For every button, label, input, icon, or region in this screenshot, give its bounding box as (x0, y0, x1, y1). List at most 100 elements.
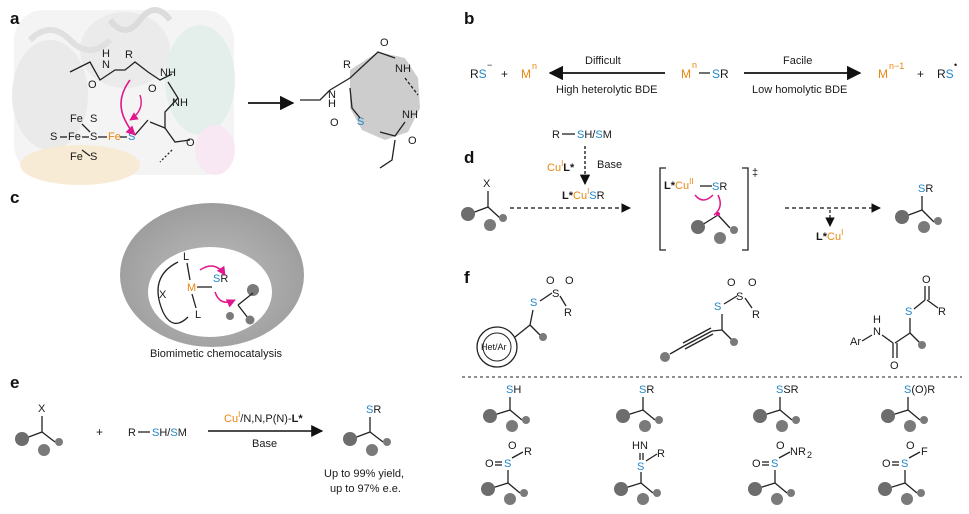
svg-text:R: R (524, 446, 532, 458)
svg-text:L*CuII: L*CuII (664, 177, 694, 192)
f-sulfoximine: HN S R (614, 440, 665, 505)
b-left-charge: − (487, 60, 492, 70)
panel-d: d R SH/SM CuIL* Base L*CuISR X ‡ L*CuII … (461, 129, 942, 251)
panel-b-label: b (464, 9, 474, 28)
b-low-bde: Low homolytic BDE (752, 84, 847, 96)
svg-text:S: S (530, 297, 537, 309)
svg-text:S: S (637, 461, 644, 473)
b-center-sup: n (692, 60, 697, 70)
e-X: X (38, 403, 46, 415)
b-center-SR-S: S (712, 67, 720, 81)
e-base: Base (252, 438, 277, 450)
svg-text:R: R (657, 448, 665, 460)
d-dagger: ‡ (752, 167, 758, 179)
svg-text:H: H (328, 98, 336, 110)
svg-text:O: O (330, 117, 339, 129)
f-het-ar: Het/Ar (481, 342, 507, 352)
panel-e-label: e (10, 373, 19, 392)
peptide-chain: NH R O O NH NH O (69, 48, 195, 163)
b-metal-left: M (521, 67, 531, 81)
svg-text:R: R (752, 309, 760, 321)
svg-text:S: S (901, 458, 908, 470)
svg-text:S: S (357, 116, 364, 128)
svg-text:SSR: SSR (776, 384, 799, 396)
svg-text:Fe: Fe (70, 151, 83, 163)
b-metal-left-sup: n (532, 61, 537, 71)
svg-text:SH/SM: SH/SM (577, 129, 612, 141)
svg-text:O: O (906, 440, 915, 452)
svg-text:H: H (102, 48, 110, 60)
f-ar: Ar (850, 336, 861, 348)
svg-text:SH: SH (506, 384, 521, 396)
b-difficult: Difficult (585, 55, 621, 67)
svg-text:SR: SR (213, 273, 228, 285)
svg-text:SR: SR (639, 384, 654, 396)
b-center-M: M (681, 67, 691, 81)
svg-text:O: O (186, 137, 195, 149)
svg-text:S: S (736, 291, 743, 303)
svg-text:N: N (328, 89, 336, 101)
panel-b: b RS − + M n Difficult High heterolytic … (464, 9, 957, 96)
d-substrate-X: X (483, 178, 491, 190)
svg-text:SH/SM: SH/SM (152, 427, 187, 439)
e-plus: + (96, 425, 103, 439)
panel-a-label: a (10, 9, 20, 28)
svg-text:F: F (921, 446, 928, 458)
panel-c-label: c (10, 188, 19, 207)
svg-text:Fe: Fe (70, 113, 83, 125)
macrocycle-product: R O NH NH O S O NH (300, 37, 420, 169)
svg-text:NH: NH (402, 109, 418, 121)
c-caption: Biomimetic chemocatalysis (150, 348, 283, 360)
svg-text:2: 2 (807, 450, 812, 460)
svg-text:S: S (90, 151, 97, 163)
svg-text:S: S (552, 288, 559, 300)
panel-d-label: d (464, 148, 474, 167)
svg-text:S: S (90, 113, 97, 125)
svg-text:O: O (508, 440, 517, 452)
e-yield-1: Up to 99% yield, (324, 468, 404, 480)
c-L-bottom: L (195, 309, 201, 321)
f-sor: S(O)R (881, 384, 935, 432)
svg-text:O: O (546, 275, 555, 287)
svg-text:SR: SR (366, 404, 381, 416)
d-reagent-R: R (552, 129, 560, 141)
svg-text:O: O (88, 79, 97, 91)
svg-text:S: S (905, 306, 912, 318)
svg-text:S: S (771, 458, 778, 470)
svg-text:O: O (882, 458, 891, 470)
b-right-dot: • (954, 60, 957, 70)
f-sulfonyl-fluoride: O O S F (878, 440, 928, 505)
e-reagent-R: R (128, 427, 136, 439)
svg-text:S: S (90, 131, 97, 143)
svg-text:L*CuI: L*CuI (816, 228, 843, 243)
f-top-struct-3: Ar N H O S O R (850, 274, 946, 372)
c-L-top: L (183, 251, 189, 263)
svg-text:O: O (485, 458, 494, 470)
svg-text:CuIL*: CuIL* (547, 159, 575, 174)
panel-c: c X L M L SR Biomimetic chemocatalysis (10, 188, 304, 360)
b-left-R: R (470, 67, 479, 81)
svg-text:O: O (408, 135, 417, 147)
svg-text:O: O (565, 275, 574, 287)
svg-text:SR: SR (712, 181, 727, 193)
svg-text:RS: RS (937, 67, 954, 81)
svg-text:O: O (776, 440, 785, 452)
svg-text:O: O (922, 274, 931, 286)
svg-text:SR: SR (918, 183, 933, 195)
svg-text:R: R (343, 59, 351, 71)
c-M: M (187, 282, 196, 294)
panel-f-label: f (464, 268, 470, 287)
svg-text:NR: NR (790, 446, 806, 458)
svg-text:R: R (938, 306, 946, 318)
svg-text:NH: NH (172, 97, 188, 109)
svg-text:L*CuISR: L*CuISR (562, 187, 605, 202)
svg-text:Fe: Fe (68, 131, 81, 143)
b-left-S: S (479, 67, 487, 81)
f-sulfone: O O S R (481, 440, 532, 505)
svg-text:S: S (128, 131, 135, 143)
